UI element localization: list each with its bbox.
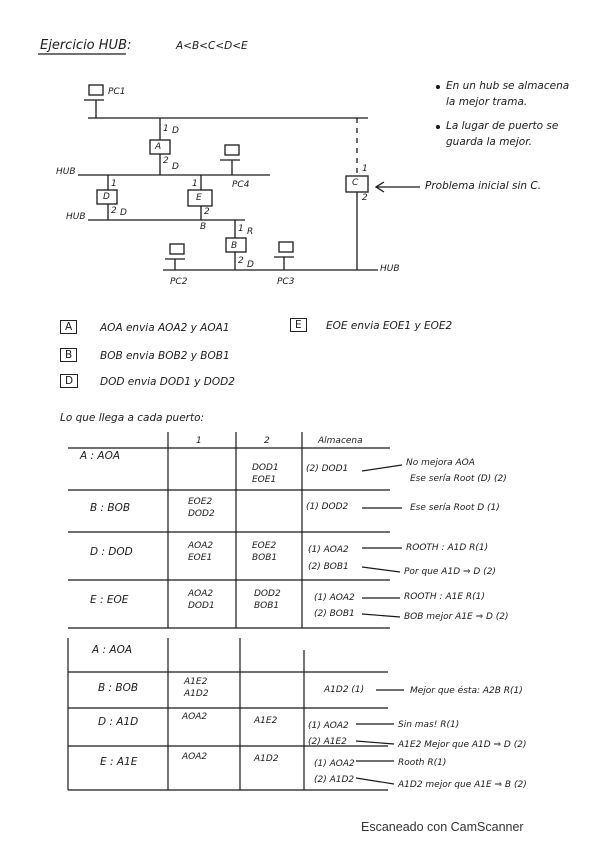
- table1-header-stored: Almacena: [318, 436, 363, 446]
- table2-row4-stored: (1) AOA2 (2) A1D2: [314, 759, 355, 785]
- bridge-a-port2: 2: [163, 156, 169, 166]
- section-title: Lo que llega a cada puerto:: [60, 412, 205, 424]
- legend-b-box: B: [60, 348, 78, 362]
- legend-a-box: A: [60, 320, 78, 334]
- table1-row3-port2: EOE2 BOB1: [252, 541, 278, 563]
- table1-note-e2: BOB mejor A1E ⇒ D (2): [404, 612, 509, 622]
- table2-note-b: Mejor que ésta: A2B R(1): [410, 686, 523, 696]
- bridge-a-port2-state: D: [172, 162, 179, 172]
- hub-label-lower: HUB: [66, 212, 86, 222]
- legend-e-box: E: [290, 318, 307, 332]
- table2-row2-stored: A1D2 (1): [324, 685, 365, 695]
- table2-row3-bridge: D : A1D: [98, 716, 139, 728]
- bridge-c-label: C: [352, 178, 359, 188]
- bridge-a-port1-state: D: [172, 126, 179, 136]
- pc3-label: PC3: [277, 277, 295, 287]
- bridge-b-port1-state: R: [247, 227, 254, 237]
- exercise-title: Ejercicio HUB:: [40, 38, 132, 53]
- table1-note-d2: Por que A1D ⇒ D (2): [404, 567, 496, 577]
- table1-row3-stored: (1) AOA2 (2) BOB1: [308, 545, 349, 572]
- bridge-d-port2-state: D: [120, 208, 127, 218]
- table2-row1-bridge: A : AOA: [92, 644, 133, 656]
- problem-note: Problema inicial sin C.: [425, 180, 542, 192]
- bridge-e-port1: 1: [192, 179, 198, 189]
- table1-note-d1: ROOTH : A1D R(1): [406, 543, 489, 553]
- table2-row3-stored: (1) AOA2 (2) A1E2: [308, 721, 349, 747]
- table1-row1-bridge: A : AOA: [80, 450, 121, 462]
- table2-row4-bridge: E : A1E: [100, 756, 138, 768]
- bridge-a-label: A: [155, 142, 162, 152]
- note2-line1: La lugar de puerto se: [446, 120, 559, 132]
- table2-row2-bridge: B : BOB: [98, 682, 139, 694]
- table1-row4-stored: (1) AOA2 (2) BOB1: [314, 593, 355, 619]
- table2-row4-port1: AOA2: [182, 752, 208, 762]
- bridge-b-port2-state: D: [247, 260, 254, 270]
- table2-row2-port1: A1E2 A1D2: [184, 677, 209, 699]
- scanner-watermark: Escaneado con CamScanner: [361, 820, 524, 834]
- legend-e-text: EOE envia EOE1 y EOE2: [326, 320, 453, 332]
- table1-row4-port1: AOA2 DOD1: [188, 589, 215, 611]
- table1-row4-bridge: E : EOE: [90, 594, 129, 606]
- table2-note-e1: Rooth R(1): [398, 758, 447, 768]
- note1-line1: En un hub se almacena: [446, 80, 570, 92]
- bridge-e-port2: 2: [204, 207, 210, 217]
- bridge-b-label: B: [231, 241, 238, 251]
- note1-line2: la mejor trama.: [446, 96, 528, 108]
- table1-row1-port2: DOD1 EOE1: [252, 463, 279, 485]
- legend-d-box: D: [60, 374, 79, 388]
- table1-row4-port2: DOD2 BOB1: [254, 589, 281, 611]
- hub-label-middle: HUB: [56, 167, 76, 177]
- bridge-e-label: E: [196, 193, 202, 203]
- bridge-e-port2-state: B: [200, 222, 207, 232]
- table1-row2-port1: EOE2 DOD2: [188, 497, 215, 519]
- table2-row3-port1: AOA2: [182, 712, 208, 722]
- table1-note-e1: ROOTH : A1E R(1): [404, 592, 485, 602]
- bridge-b-port2: 2: [238, 256, 244, 266]
- bridge-c-port2: 2: [362, 193, 368, 203]
- legend-a-text: AOA envia AOA2 y AOA1: [100, 322, 230, 334]
- table2-note-e2: A1D2 mejor que A1E ⇒ B (2): [398, 780, 527, 790]
- table1-row1-stored: (2) DOD1: [306, 464, 349, 474]
- legend-b-text: BOB envia BOB2 y BOB1: [100, 350, 230, 362]
- table1-row2-bridge: B : BOB: [90, 502, 131, 514]
- table1-row3-port1: AOA2 EOE1: [188, 541, 214, 563]
- table1-header-port2: 2: [264, 436, 270, 446]
- table1-note-a2: Ese sería Root (D) (2): [410, 474, 507, 484]
- pc2-label: PC2: [170, 277, 188, 287]
- bridge-d-port1: 1: [111, 179, 117, 189]
- table1-row2-stored: (1) DOD2: [306, 502, 349, 512]
- hub-label-bottom: HUB: [380, 264, 400, 274]
- bridge-c-port1: 1: [362, 164, 368, 174]
- pc4-label: PC4: [232, 180, 250, 190]
- note2-line2: guarda la mejor.: [446, 136, 532, 148]
- table1-note-b: Ese sería Root D (1): [410, 503, 500, 513]
- bridge-d-label: D: [103, 192, 110, 202]
- table1-note-a1: No mejora AOA: [406, 458, 475, 468]
- table1-row3-bridge: D : DOD: [90, 546, 133, 558]
- table1-header-port1: 1: [196, 436, 202, 446]
- table2-note-d1: Sin mas! R(1): [398, 720, 460, 730]
- bridge-a-port1: 1: [163, 124, 169, 134]
- bridge-d-port2: 2: [111, 206, 117, 216]
- legend-d-text: DOD envia DOD1 y DOD2: [100, 376, 235, 388]
- pc1-label: PC1: [108, 87, 126, 97]
- table2-note-d2: A1E2 Mejor que A1D ⇒ D (2): [398, 740, 527, 750]
- bridge-priority-order: A<B<C<D<E: [176, 40, 248, 52]
- table2-row4-port2: A1D2: [254, 754, 279, 764]
- table2-row3-port2: A1E2: [254, 716, 278, 726]
- bridge-b-port1: 1: [238, 224, 244, 234]
